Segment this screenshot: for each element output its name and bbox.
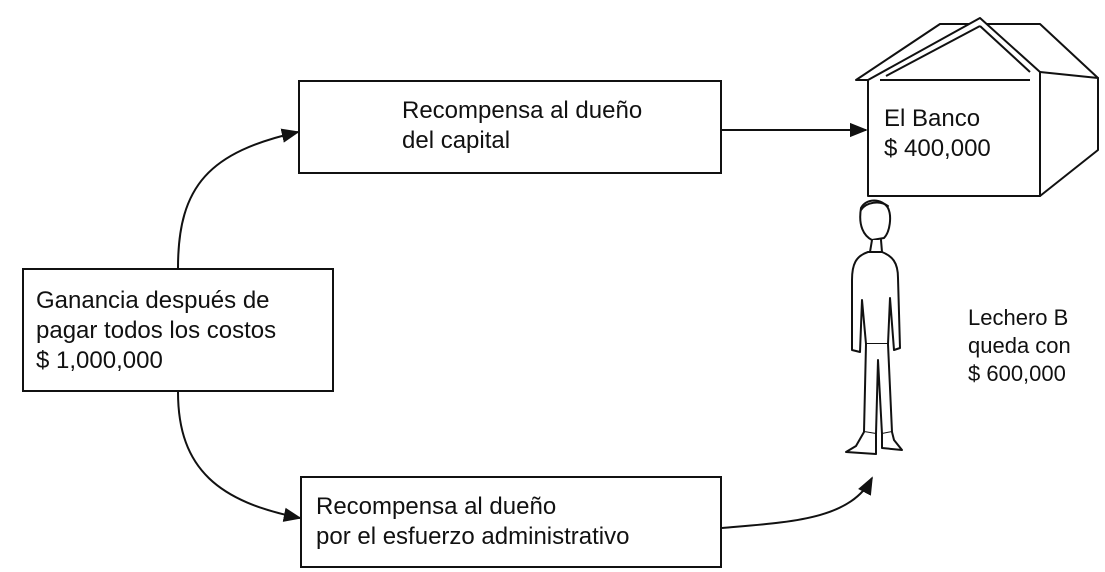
bank-label: El Banco $ 400,000 <box>884 104 991 164</box>
milkman-keeps: queda con <box>968 333 1071 358</box>
effort-reward-line-2: por el esfuerzo administrativo <box>316 523 630 550</box>
arrow-profit-to-capital <box>177 128 300 269</box>
capital-reward-line-2: del capital <box>402 127 511 154</box>
profit-box <box>22 268 334 392</box>
bank-amount: $ 400,000 <box>884 135 991 162</box>
milkman-figure-icon <box>845 199 903 455</box>
effort-reward-box <box>300 476 722 568</box>
bank-name: El Banco <box>884 105 981 132</box>
milkman-name: Lechero B <box>968 305 1069 330</box>
profit-line-1: Ganancia después de <box>36 287 270 314</box>
milkman-label: Lechero B queda con $ 600,000 <box>968 304 1071 388</box>
profit-amount: $ 1,000,000 <box>36 347 163 374</box>
capital-reward-label: Recompensa al dueño del capital <box>402 96 642 156</box>
capital-reward-box <box>298 80 722 174</box>
arrow-profit-to-effort <box>177 391 302 522</box>
profit-label: Ganancia después de pagar todos los cost… <box>36 286 276 376</box>
arrow-effort-to-milkman <box>721 476 873 529</box>
bank-building-icon <box>855 17 1099 197</box>
profit-line-2: pagar todos los costos <box>36 317 277 344</box>
effort-reward-line-1: Recompensa al dueño <box>316 493 557 520</box>
effort-reward-label: Recompensa al dueño por el esfuerzo admi… <box>316 492 629 552</box>
capital-reward-line-1: Recompensa al dueño <box>402 97 643 124</box>
milkman-amount: $ 600,000 <box>968 361 1066 386</box>
